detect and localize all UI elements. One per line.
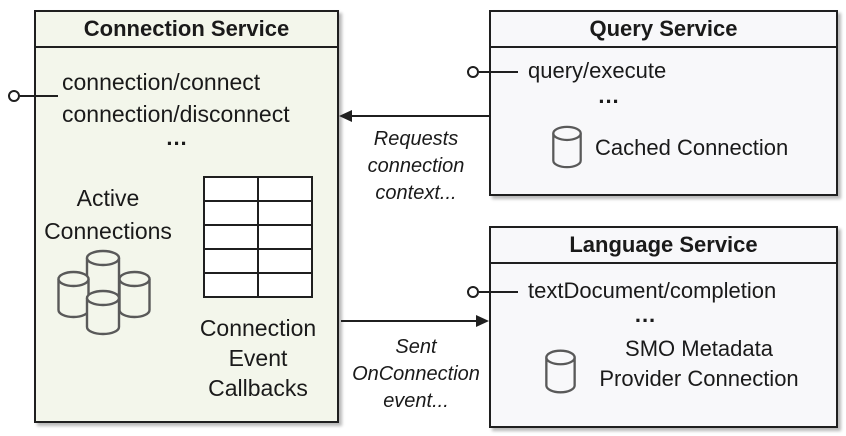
lollipop-circle-icon	[467, 286, 479, 298]
query-methods-ellipsis: ...	[598, 83, 620, 108]
language-methods-ellipsis: ...	[634, 302, 657, 327]
active-connections-label: Active Connections	[44, 185, 172, 244]
method-query-execute: query/execute	[528, 58, 667, 83]
callback-table-cell	[205, 226, 257, 248]
callback-table-cell	[205, 250, 257, 272]
language-service-title: Language Service	[491, 228, 836, 264]
connection-event-callbacks-label: Connection Event Callbacks	[199, 315, 317, 401]
lollipop-line	[479, 71, 518, 73]
cached-connection-label: Cached Connection	[595, 135, 789, 160]
connection-service-methods: connection/connect connection/disconnect	[62, 66, 290, 130]
callback-table-cell	[205, 274, 257, 296]
method-textdocument-completion: textDocument/completion	[528, 278, 777, 303]
callback-table-cell	[259, 178, 311, 200]
query-service-box: Query Service query/execute ... Cached C…	[489, 10, 838, 196]
arrow-line	[341, 320, 478, 322]
database-icon	[545, 349, 576, 394]
callback-table-cell	[205, 178, 257, 200]
method-connection-disconnect: connection/disconnect	[62, 101, 290, 127]
language-service-box: Language Service textDocument/completion…	[489, 226, 838, 428]
callback-table-cell	[259, 226, 311, 248]
lollipop-circle-icon	[467, 66, 479, 78]
arrow-label-requests-context: Requests connection context...	[367, 128, 465, 204]
arrowhead-right-icon	[476, 315, 489, 327]
callback-table-cell	[259, 202, 311, 224]
database-cluster-icon	[57, 249, 151, 336]
smo-metadata-provider-label: SMO Metadata Provider Connection	[599, 336, 799, 391]
database-icon	[552, 125, 582, 169]
callback-table-cell	[259, 250, 311, 272]
method-connection-connect: connection/connect	[62, 69, 261, 95]
arrowhead-left-icon	[339, 110, 352, 122]
arrow-line	[350, 115, 489, 117]
query-service-title: Query Service	[491, 12, 836, 48]
lollipop-line	[20, 95, 58, 97]
connection-service-box: Connection Service connection/connect co…	[34, 10, 339, 423]
callback-table-cell	[205, 202, 257, 224]
lollipop-circle-icon	[8, 90, 20, 102]
arrow-label-onconnection-event: Sent OnConnection event...	[352, 336, 480, 412]
callback-table-cell	[259, 274, 311, 296]
lollipop-line	[479, 291, 518, 293]
callback-table	[203, 176, 313, 298]
connection-methods-ellipsis: ...	[166, 125, 188, 150]
connection-service-title: Connection Service	[36, 12, 337, 48]
